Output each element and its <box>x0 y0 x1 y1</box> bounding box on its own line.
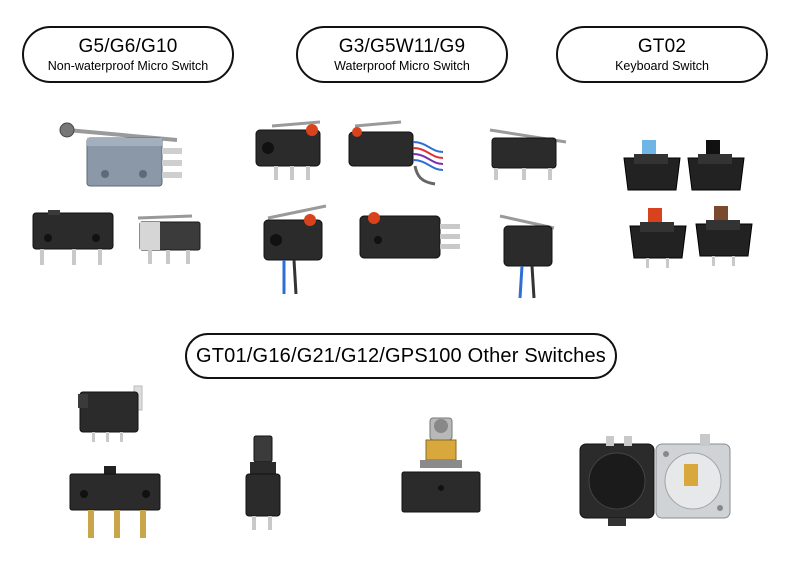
category-label-other: GT01/G16/G21/G12/GPS100 Other Switches <box>185 333 617 379</box>
photo-other-switch-pressure-round <box>578 436 658 528</box>
photo-waterproof-switch-solder-pins <box>356 206 466 268</box>
photo-other-switch-vertical-push <box>238 434 288 534</box>
category-subtitle: Waterproof Micro Switch <box>334 58 470 73</box>
category-title: G3/G5W11/G9 <box>338 35 466 57</box>
photo-keyboard-switch-red <box>626 204 690 270</box>
photo-waterproof-switch-wired <box>345 118 445 188</box>
category-title: GT02 <box>637 35 687 57</box>
photo-micro-switch-black-pins <box>28 208 118 270</box>
photo-keyboard-switch-blue <box>620 136 684 196</box>
category-title: GT01/G16/G21/G12/GPS100 Other Switches <box>195 345 607 367</box>
photo-waterproof-switch-vertical-cable <box>496 208 562 300</box>
category-label-waterproof: G3/G5W11/G9 Waterproof Micro Switch <box>296 26 508 83</box>
photo-other-switch-pressure-metal <box>652 434 734 530</box>
photo-keyboard-switch-brown <box>692 202 756 268</box>
photo-waterproof-switch-cable-blue <box>254 200 334 296</box>
photo-micro-switch-small-lever <box>134 212 204 268</box>
category-label-keyboard: GT02 Keyboard Switch <box>556 26 768 83</box>
photo-waterproof-switch-long-lever <box>486 124 570 182</box>
photo-other-switch-roller-plunger <box>398 416 484 516</box>
photo-other-switch-large-pins <box>66 464 166 544</box>
category-title: G5/G6/G10 <box>78 35 178 57</box>
photo-waterproof-switch-red-actuator <box>250 116 330 188</box>
photo-other-switch-small-black <box>74 384 158 444</box>
photo-keyboard-switch-black <box>684 136 748 196</box>
category-subtitle: Non-waterproof Micro Switch <box>47 58 209 73</box>
category-label-non-waterproof: G5/G6/G10 Non-waterproof Micro Switch <box>22 26 234 83</box>
photo-micro-switch-grey-roller-lever <box>55 118 190 198</box>
category-subtitle: Keyboard Switch <box>615 58 709 73</box>
